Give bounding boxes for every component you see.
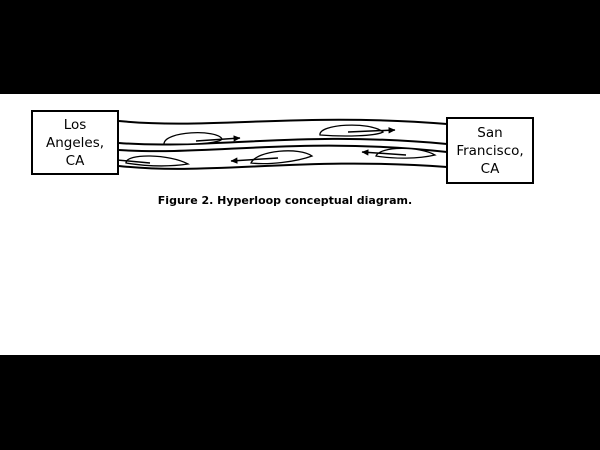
pod-upper-1-arrow — [195, 135, 241, 142]
pod-upper-1 — [163, 132, 223, 145]
pod-lower-2-arrow — [230, 157, 279, 164]
lower-tube-top-wall — [118, 144, 448, 153]
pod-upper-2 — [319, 124, 385, 137]
upper-tube-bottom-wall — [118, 137, 448, 146]
pod-lower-3-arrow — [361, 149, 407, 156]
pod-lower-3 — [375, 147, 437, 159]
hyperloop-diagram — [105, 118, 448, 170]
figure-caption: Figure 2. Hyperloop conceptual diagram. — [157, 194, 413, 207]
los-angeles-label: Los Angeles, CA — [45, 116, 105, 169]
pod-lower-1 — [125, 155, 190, 167]
figure-panel: Los Angeles, CA San Francisco, CA Figure… — [0, 94, 600, 355]
san-francisco-label: San Francisco, CA — [456, 124, 524, 177]
los-angeles-station-box: Los Angeles, CA — [31, 110, 119, 175]
san-francisco-station-box: San Francisco, CA — [446, 117, 534, 184]
pod-lower-2 — [250, 150, 314, 165]
lower-tube-bottom-wall — [118, 162, 448, 170]
upper-tube-top-wall — [118, 118, 448, 125]
pod-upper-2-arrow — [347, 127, 396, 134]
